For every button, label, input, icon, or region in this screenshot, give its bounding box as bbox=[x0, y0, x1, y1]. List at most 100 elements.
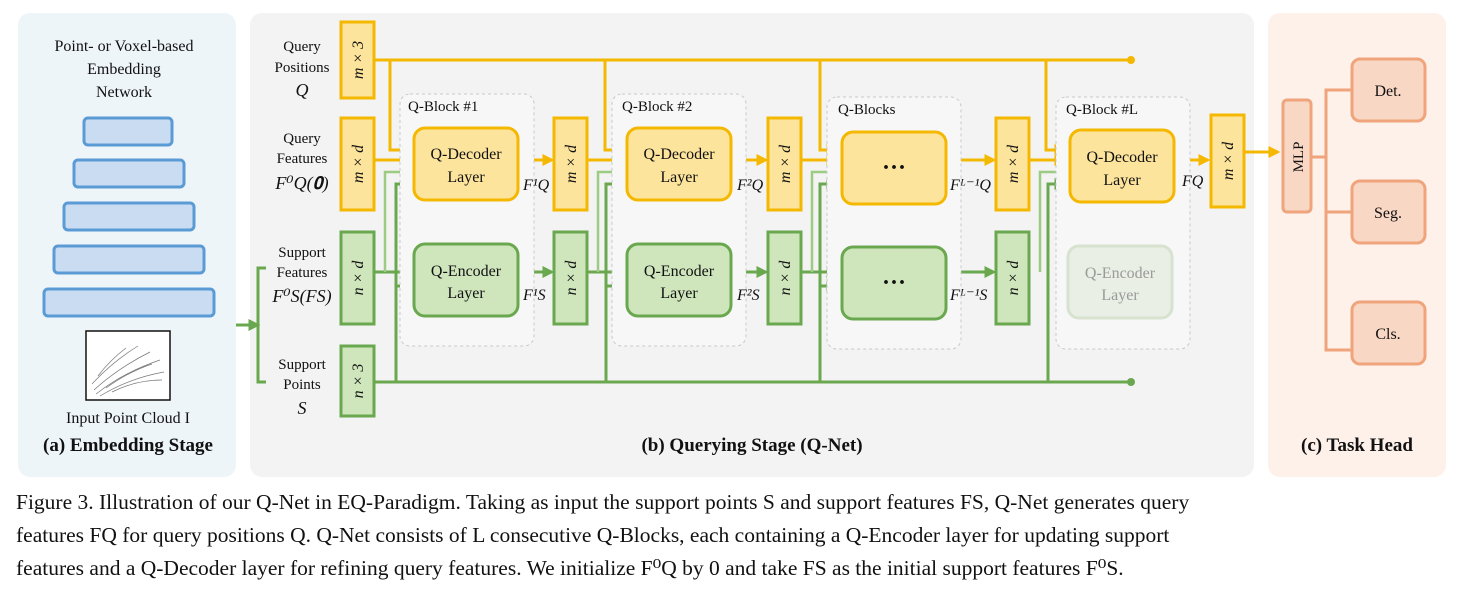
q-decoder-layer-2 bbox=[625, 126, 733, 202]
support-points-l2: Points bbox=[283, 377, 321, 393]
query-positions-sym: Q bbox=[296, 80, 309, 100]
query-features-l2: Features bbox=[277, 151, 328, 167]
task-head-branches bbox=[1311, 88, 1352, 352]
dim-fs1: n × d bbox=[563, 260, 580, 296]
dim-fsl-1: n × d bbox=[1005, 260, 1022, 296]
det-label: Det. bbox=[1374, 83, 1401, 100]
decoder-l-line2: Layer bbox=[1103, 172, 1141, 189]
q-block-1-title: Q-Block #1 bbox=[408, 99, 478, 115]
querying-stage-label: (b) Querying Stage (Q-Net) bbox=[641, 435, 862, 456]
dim-fq1: m × d bbox=[563, 144, 580, 183]
support-features-l1: Support bbox=[278, 245, 326, 261]
tensor-fql-1 bbox=[994, 116, 1031, 212]
decoder-1-line2: Layer bbox=[447, 169, 485, 186]
support-points-sym: S bbox=[298, 398, 307, 418]
q-decoder-layer-1 bbox=[412, 126, 520, 202]
task-boxes bbox=[1350, 57, 1427, 366]
yellow-tensors bbox=[339, 20, 1246, 212]
q-net-diagram: Point- or Voxel-based Embedding Network … bbox=[18, 13, 1446, 477]
q-encoder-layer-1 bbox=[412, 242, 520, 318]
q-decoder-layer-l bbox=[1068, 128, 1176, 204]
tensor-fq bbox=[1209, 113, 1246, 209]
decoder-2-line1: Q-Decoder bbox=[643, 146, 715, 163]
embedding-output-lines bbox=[236, 266, 266, 384]
cls-label: Cls. bbox=[1375, 326, 1400, 343]
dim-support-features: n × d bbox=[350, 260, 367, 296]
input-point-cloud-label: Input Point Cloud I bbox=[66, 410, 190, 427]
query-positions-l1: Query bbox=[283, 39, 321, 55]
dim-query-positions: m × 3 bbox=[350, 41, 367, 79]
q-encoder-layer-2 bbox=[625, 242, 733, 318]
embedding-layer-5 bbox=[42, 287, 216, 318]
encoder-mid-ellipsis: ··· bbox=[882, 270, 906, 296]
embedding-layer-4 bbox=[52, 244, 206, 275]
encoder-2-line1: Q-Encoder bbox=[644, 263, 715, 280]
tensor-support-points bbox=[339, 344, 376, 418]
encoder-l-line2: Layer bbox=[1101, 287, 1139, 304]
tensor-fq2 bbox=[766, 116, 803, 212]
dim-support-points: n × 3 bbox=[350, 364, 367, 399]
label-fs2: F²S bbox=[736, 287, 760, 304]
embedding-stage-label: (a) Embedding Stage bbox=[43, 435, 213, 456]
query-positions-end-dot bbox=[1127, 56, 1135, 64]
tensor-query-positions bbox=[339, 20, 376, 100]
encoder-l-line1: Q-Encoder bbox=[1085, 265, 1156, 282]
mlp-box bbox=[1281, 98, 1313, 214]
seg-box bbox=[1350, 179, 1427, 245]
q-encoder-layer-l-faded bbox=[1066, 244, 1174, 320]
tensor-fs2 bbox=[766, 230, 803, 326]
tensor-support-features bbox=[339, 230, 376, 326]
embedding-layer-1 bbox=[82, 116, 174, 147]
label-fq2: F²Q bbox=[736, 177, 764, 194]
label-fsl-1: Fᴸ⁻¹S bbox=[949, 287, 987, 304]
dim-fq: m × d bbox=[1220, 141, 1237, 180]
q-block-l-title: Q-Block #L bbox=[1066, 102, 1138, 118]
mlp-label: MLP bbox=[1291, 142, 1307, 173]
caption-line-2: features FQ for query positions Q. Q-Net… bbox=[16, 523, 1170, 547]
encoder-1-line2: Layer bbox=[447, 285, 485, 302]
encoder-boxes bbox=[412, 242, 948, 321]
tensor-fs1 bbox=[552, 230, 589, 326]
caption-line-3: features and a Q-Decoder layer for refin… bbox=[16, 556, 1124, 580]
decoder-boxes bbox=[412, 126, 1176, 206]
dim-fql-1: m × d bbox=[1005, 144, 1022, 183]
tensor-query-features bbox=[339, 116, 376, 212]
query-features-sym: F⁰Q(𝟎) bbox=[274, 173, 328, 194]
tensor-fsl-1 bbox=[994, 230, 1031, 326]
encoder-1-line1: Q-Encoder bbox=[431, 263, 502, 280]
decoder-l-line1: Q-Decoder bbox=[1086, 149, 1158, 166]
embedding-layer-3 bbox=[62, 201, 196, 232]
q-block-2-title: Q-Block #2 bbox=[622, 99, 692, 115]
decoder-1-line1: Q-Decoder bbox=[430, 146, 502, 163]
dim-query-features: m × d bbox=[350, 144, 367, 183]
query-features-l1: Query bbox=[283, 131, 321, 147]
task-head-stage-label: (c) Task Head bbox=[1301, 435, 1413, 456]
input-labels: Query Positions Q Query Features F⁰Q(𝟎) … bbox=[271, 39, 331, 418]
embedding-network-layers bbox=[42, 116, 216, 318]
support-features-l2: Features bbox=[277, 265, 328, 281]
label-fq1: F¹Q bbox=[522, 177, 550, 194]
embedding-title-line3: Network bbox=[96, 84, 152, 101]
det-box bbox=[1350, 57, 1427, 123]
q-decoder-layer-mid bbox=[840, 130, 948, 206]
encoder-2-line2: Layer bbox=[660, 285, 698, 302]
support-points-end-dot bbox=[1127, 378, 1135, 386]
q-encoder-layer-mid bbox=[840, 245, 948, 321]
tensor-fq1 bbox=[552, 116, 589, 212]
embedding-title-line1: Point- or Voxel-based bbox=[55, 38, 194, 55]
label-fql-1: Fᴸ⁻¹Q bbox=[949, 177, 991, 194]
support-features-sym: F⁰S(FS) bbox=[271, 286, 331, 307]
support-points-l1: Support bbox=[278, 357, 326, 373]
layer-box-labels: Q-Decoder Layer Q-Encoder Layer Q-Decode… bbox=[430, 146, 1158, 304]
embedding-title-line2: Embedding bbox=[87, 61, 161, 78]
seg-label: Seg. bbox=[1374, 205, 1402, 222]
label-fq: FQ bbox=[1181, 173, 1204, 190]
feature-flow-labels: F¹Q F¹S F²Q F²S Fᴸ⁻¹Q Fᴸ⁻¹S FQ bbox=[522, 173, 1204, 304]
decoder-2-line2: Layer bbox=[660, 169, 698, 186]
green-tensors bbox=[339, 230, 1031, 418]
embedding-layer-2 bbox=[72, 158, 186, 189]
input-point-cloud-image bbox=[85, 330, 171, 401]
q-blocks-title: Q-Blocks bbox=[838, 102, 896, 118]
query-positions-l2: Positions bbox=[274, 60, 329, 76]
tensor-dim-labels: m × 3 m × d m × d m × d m × d m × d n × … bbox=[350, 41, 1237, 399]
